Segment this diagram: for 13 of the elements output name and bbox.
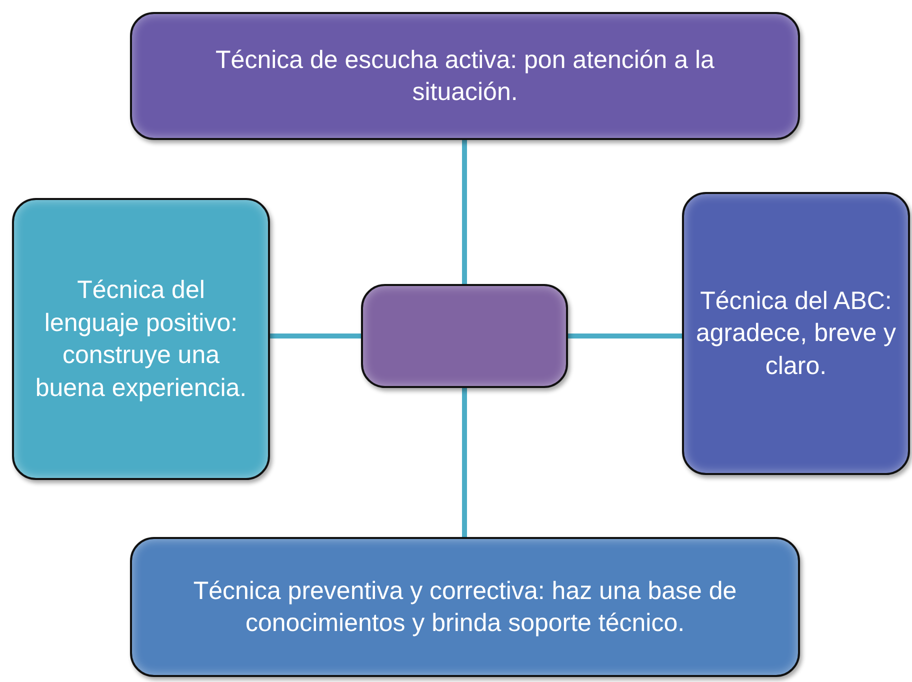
connector-line (270, 334, 361, 338)
central-box (361, 284, 568, 388)
topic-box (12, 198, 270, 480)
topic-text: Técnica del ABC: agradece, breve y claro. (694, 286, 898, 382)
connector-line (462, 140, 467, 284)
topic-box (130, 12, 800, 140)
topic-box (682, 192, 910, 475)
connector-line (568, 334, 682, 338)
connector-line (462, 388, 467, 537)
topic-text: Técnica de escucha activa: pon atención a la situación. (214, 44, 716, 108)
topic-text: Técnica del lenguaje positivo: construye una buena experiencia. (34, 275, 248, 404)
topic-text: Técnica preventiva y correctiva: haz una base de conocimientos y brinda soporte técnico. (192, 576, 738, 639)
topic-box (130, 537, 800, 677)
